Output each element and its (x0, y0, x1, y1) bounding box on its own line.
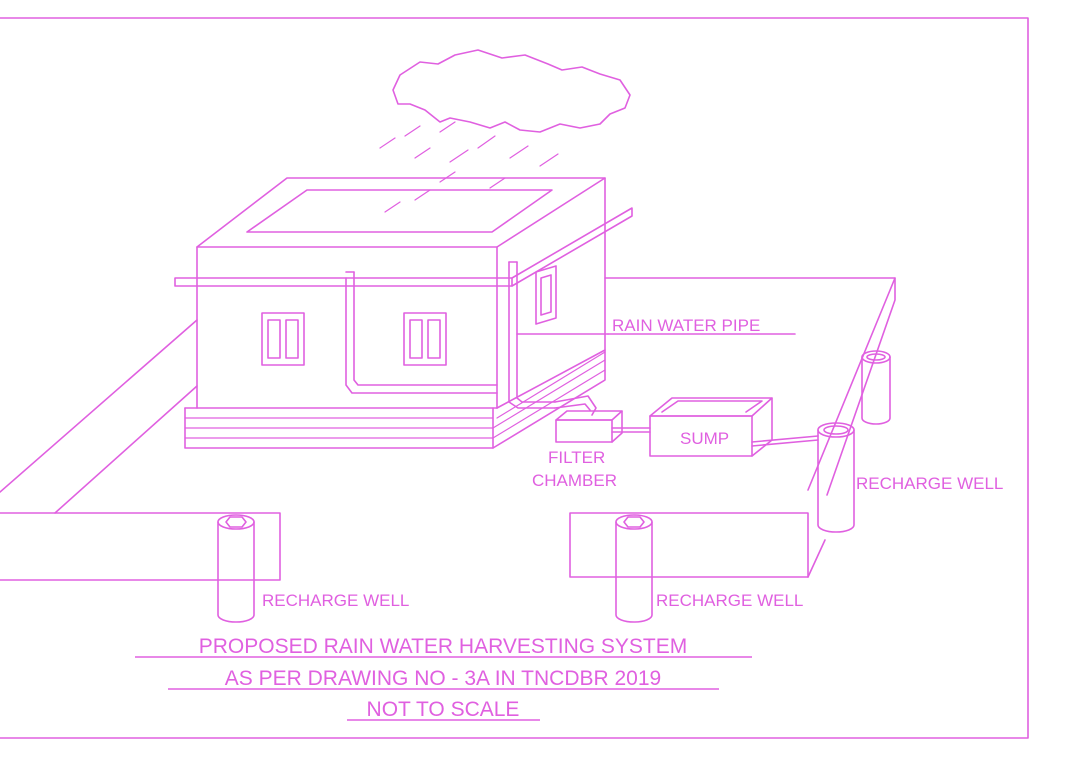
rain-icon (379, 121, 559, 213)
caption: PROPOSED RAIN WATER HARVESTING SYSTEM AS… (135, 635, 752, 721)
recharge-well-right (817, 422, 855, 533)
recharge-well-left-label: RECHARGE WELL (262, 591, 409, 610)
caption-line1: PROPOSED RAIN WATER HARVESTING SYSTEM (199, 635, 688, 658)
caption-line3: NOT TO SCALE (367, 698, 520, 721)
sump-tank (649, 397, 819, 457)
drawing-border (0, 17, 1029, 739)
recharge-well-right-label: RECHARGE WELL (856, 474, 1003, 493)
caption-line2: AS PER DRAWING NO - 3A IN TNCDBR 2019 (225, 667, 661, 690)
window-center (403, 312, 447, 366)
brick-pattern (184, 351, 606, 439)
rain-water-pipe (345, 261, 597, 416)
window-side (535, 265, 557, 325)
sump-label: SUMP (680, 429, 729, 448)
compound-wall (0, 277, 896, 581)
recharge-well-back (861, 350, 891, 425)
rain-water-pipe-label: RAIN WATER PIPE (612, 316, 760, 335)
house (174, 177, 633, 449)
cloud-icon (392, 49, 631, 133)
recharge-well-middle (615, 514, 653, 623)
window-left (261, 312, 305, 366)
recharge-well-middle-label: RECHARGE WELL (656, 591, 803, 610)
recharge-well-left (217, 514, 255, 623)
filter-chamber-label-line1: FILTER (548, 448, 605, 467)
filter-chamber (555, 410, 651, 443)
filter-chamber-label-line2: CHAMBER (532, 471, 617, 490)
